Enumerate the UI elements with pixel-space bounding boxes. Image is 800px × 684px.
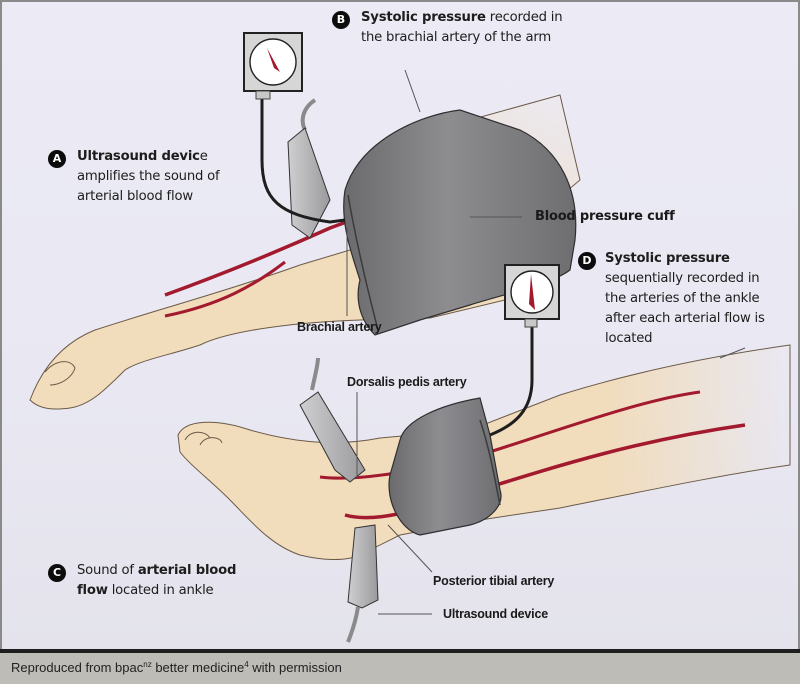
arm-probe-cable bbox=[300, 98, 317, 131]
arm-gauge-connector bbox=[255, 90, 271, 100]
footer-text-a: Reproduced from bpac bbox=[11, 660, 144, 675]
label-brachial-artery: Brachial artery bbox=[297, 320, 382, 334]
callout-d-line-2: the arteries of the ankle bbox=[605, 291, 760, 306]
badge-a: A bbox=[48, 150, 66, 168]
leg-artery-posterior bbox=[344, 423, 746, 520]
callout-d: Systolic pressure sequentially recorded … bbox=[605, 249, 765, 349]
leg-probe-top-cable bbox=[310, 357, 320, 391]
arm-gauge bbox=[243, 32, 346, 224]
callout-c-bold: arterial blood bbox=[137, 563, 237, 578]
footer-sup-ref: 4 bbox=[244, 660, 249, 669]
label-blood-pressure-cuff: Blood pressure cuff bbox=[535, 209, 675, 224]
leg-toes bbox=[184, 431, 223, 446]
footer-credit: Reproduced from bpacnz better medicine4 … bbox=[11, 660, 342, 675]
arm-cuff-rim bbox=[347, 194, 379, 331]
leg-cuff-body bbox=[388, 397, 502, 536]
callout-c-bold-2: flow bbox=[77, 583, 108, 598]
arm-hand-thumb bbox=[44, 361, 76, 386]
callout-b: Systolic pressure recorded in the brachi… bbox=[361, 8, 563, 48]
callout-b-bold: Systolic pressure bbox=[361, 10, 486, 25]
callout-a-line-1: amplifies the sound of bbox=[77, 169, 220, 184]
leg-cuff-rim bbox=[479, 419, 501, 506]
illustration-artwork bbox=[29, 32, 791, 643]
badge-b: B bbox=[332, 11, 350, 29]
callout-d-line-4: located bbox=[605, 331, 653, 346]
callout-a: Ultrasound device amplifies the sound of… bbox=[77, 147, 220, 207]
footer-sup-nz: nz bbox=[143, 660, 152, 669]
arm-artery-2 bbox=[164, 260, 286, 318]
footer-divider bbox=[0, 649, 800, 653]
footer: Reproduced from bpacnz better medicine4 … bbox=[0, 653, 800, 684]
badge-d: D bbox=[578, 252, 596, 270]
footer-text-c: with permission bbox=[248, 660, 342, 675]
callout-a-line-2: arterial blood flow bbox=[77, 189, 193, 204]
callout-a-bold: Ultrasound devic bbox=[77, 149, 200, 164]
callout-a-rest: e bbox=[199, 149, 208, 164]
leg-probe-bottom-body bbox=[347, 524, 379, 609]
leg-gauge bbox=[489, 264, 560, 437]
leader-leg-upper bbox=[719, 347, 746, 359]
arm-gauge-hose bbox=[260, 93, 346, 224]
leg-probe-bottom-cable bbox=[346, 606, 360, 643]
callout-c-pre: Sound of bbox=[77, 563, 138, 578]
callout-d-line-1: sequentially recorded in bbox=[605, 271, 760, 286]
label-dorsalis-pedis-artery: Dorsalis pedis artery bbox=[347, 375, 467, 389]
callout-d-line-3: after each arterial flow is bbox=[605, 311, 765, 326]
leader-posterior bbox=[387, 524, 433, 573]
callout-c-rest: located in ankle bbox=[107, 583, 214, 598]
leg-gauge-connector bbox=[524, 318, 538, 328]
leg-cuff bbox=[388, 397, 502, 536]
label-ultrasound-device: Ultrasound device bbox=[443, 607, 548, 621]
footer-text-b: better medicine bbox=[151, 660, 245, 675]
arm-gauge-needle bbox=[267, 48, 280, 72]
callout-d-bold: Systolic pressure bbox=[605, 251, 730, 266]
leg-gauge-hose bbox=[489, 318, 534, 437]
leader-lines bbox=[346, 69, 746, 615]
leader-arm-top bbox=[404, 69, 421, 113]
arm-artery-1 bbox=[164, 148, 521, 297]
label-posterior-tibial-artery: Posterior tibial artery bbox=[433, 574, 555, 588]
callout-c: Sound of arterial blood flow located in … bbox=[77, 561, 236, 601]
leg-gauge-needle bbox=[529, 274, 535, 310]
badge-c: C bbox=[48, 564, 66, 582]
callout-b-line-1: the brachial artery of the arm bbox=[361, 30, 551, 45]
callout-b-rest: recorded in bbox=[485, 10, 563, 25]
